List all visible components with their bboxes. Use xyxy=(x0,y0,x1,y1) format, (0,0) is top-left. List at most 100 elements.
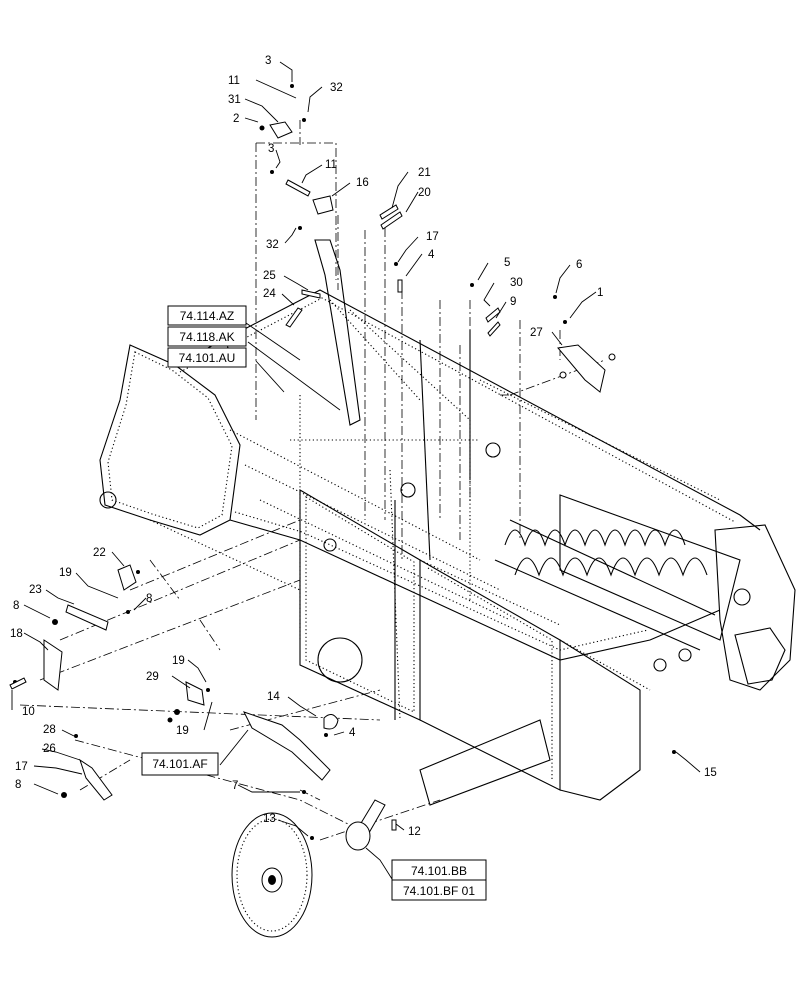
callout-10: 10 xyxy=(22,706,35,718)
bolt-icon xyxy=(380,211,403,230)
nut-icon xyxy=(174,709,180,715)
callout-22: 22 xyxy=(93,547,106,559)
pin-icon xyxy=(285,179,311,197)
callout-14: 14 xyxy=(267,691,280,703)
sprocket-icon xyxy=(323,714,339,730)
callout-1: 1 xyxy=(597,287,603,299)
lever-icon xyxy=(43,639,63,691)
callout-11: 11 xyxy=(228,75,240,87)
strap-icon xyxy=(557,344,606,393)
callout-30: 30 xyxy=(510,277,523,289)
callout-16: 16 xyxy=(356,177,369,189)
bolt-icon xyxy=(310,836,314,840)
callout-27: 27 xyxy=(530,327,543,339)
callout-8: 8 xyxy=(15,779,21,791)
projection-lines xyxy=(19,120,606,841)
reference-label: 74.118.AK xyxy=(179,330,234,344)
nut-icon xyxy=(259,125,265,131)
callout-18: 18 xyxy=(10,628,23,640)
bolt-icon xyxy=(379,204,399,220)
callout-26: 26 xyxy=(43,743,56,755)
reference-box-74-101-bf-01[interactable]: 74.101.BF 01 xyxy=(391,879,487,901)
bolt-icon xyxy=(324,733,328,737)
reference-box-74-114-az[interactable]: 74.114.AZ xyxy=(167,305,247,326)
nut-icon xyxy=(52,619,58,625)
bolt-icon xyxy=(298,226,302,230)
callout-32: 32 xyxy=(330,82,343,94)
idler-arm-icon xyxy=(243,711,331,781)
bracket-icon xyxy=(117,564,137,591)
callout-5: 5 xyxy=(504,257,510,269)
callout-23: 23 xyxy=(29,584,42,596)
loose-parts xyxy=(9,84,676,938)
reference-box-74-101-af[interactable]: 74.101.AF xyxy=(141,752,219,776)
callout-17: 17 xyxy=(15,761,28,773)
bolt-icon xyxy=(391,819,397,831)
pin-icon xyxy=(9,677,27,690)
reference-boxes: 74.114.AZ 74.118.AK 74.101.AU 74.101.AF … xyxy=(141,305,487,901)
callout-13: 13 xyxy=(263,813,276,825)
reference-box-74-118-ak[interactable]: 74.118.AK xyxy=(167,326,247,347)
callout-labels: 3 11 32 31 2 3 11 16 32 21 20 17 4 5 6 3… xyxy=(10,55,717,838)
bracket-icon xyxy=(79,758,113,801)
bracket-icon xyxy=(312,195,334,215)
nut-icon xyxy=(167,717,173,723)
callout-3: 3 xyxy=(265,55,271,67)
bolt-icon xyxy=(126,610,130,614)
callout-4: 4 xyxy=(349,727,356,739)
nut-icon xyxy=(61,792,67,798)
bolt-icon xyxy=(563,320,567,324)
bolt-icon xyxy=(136,570,140,574)
callout-28: 28 xyxy=(43,724,56,736)
callout-21: 21 xyxy=(418,167,431,179)
callout-29: 29 xyxy=(146,671,159,683)
callout-25: 25 xyxy=(263,270,276,282)
reference-box-74-101-bb[interactable]: 74.101.BB xyxy=(391,859,487,881)
bolt-icon xyxy=(302,118,306,122)
nut-icon xyxy=(608,353,616,361)
callout-17: 17 xyxy=(426,231,439,243)
callout-11: 11 xyxy=(325,159,337,171)
bolt-icon xyxy=(397,279,403,293)
callout-6: 6 xyxy=(576,259,582,271)
callout-15: 15 xyxy=(704,767,717,779)
bolt-icon xyxy=(270,170,274,174)
callout-7: 7 xyxy=(232,780,238,792)
bolt-icon xyxy=(672,750,676,754)
bolt-icon xyxy=(290,84,294,88)
reference-label: 74.101.BB xyxy=(411,864,467,878)
callout-31: 31 xyxy=(228,94,241,106)
callout-19: 19 xyxy=(172,655,185,667)
callout-8: 8 xyxy=(146,593,152,605)
bolt-icon xyxy=(74,734,78,738)
bracket-icon xyxy=(185,681,205,706)
callout-4: 4 xyxy=(428,249,435,261)
callout-24: 24 xyxy=(263,288,276,300)
bolt-icon xyxy=(553,295,557,299)
reference-box-74-101-au[interactable]: 74.101.AU xyxy=(167,347,247,368)
bolt-icon xyxy=(302,790,306,794)
callout-20: 20 xyxy=(418,187,431,199)
callout-8: 8 xyxy=(13,600,19,612)
callout-19: 19 xyxy=(176,725,189,737)
callout-12: 12 xyxy=(408,826,421,838)
callout-9: 9 xyxy=(510,296,516,308)
pin-icon xyxy=(285,307,303,328)
reference-label: 74.114.AZ xyxy=(180,309,234,323)
reference-label: 74.101.BF 01 xyxy=(403,884,475,898)
nut-icon xyxy=(559,371,567,379)
pin-icon xyxy=(301,289,321,299)
bolt-icon xyxy=(487,321,501,337)
main-frame xyxy=(99,239,796,806)
bracket-icon xyxy=(269,121,293,139)
flywheel xyxy=(231,812,313,938)
bolt-icon xyxy=(470,283,474,287)
leader-lines xyxy=(11,61,701,880)
arm-icon xyxy=(65,604,109,631)
bolt-icon xyxy=(206,688,210,692)
callout-2: 2 xyxy=(233,113,239,125)
auger xyxy=(494,494,741,651)
reference-label: 74.101.AU xyxy=(179,351,236,365)
reference-label: 74.101.AF xyxy=(152,757,207,771)
